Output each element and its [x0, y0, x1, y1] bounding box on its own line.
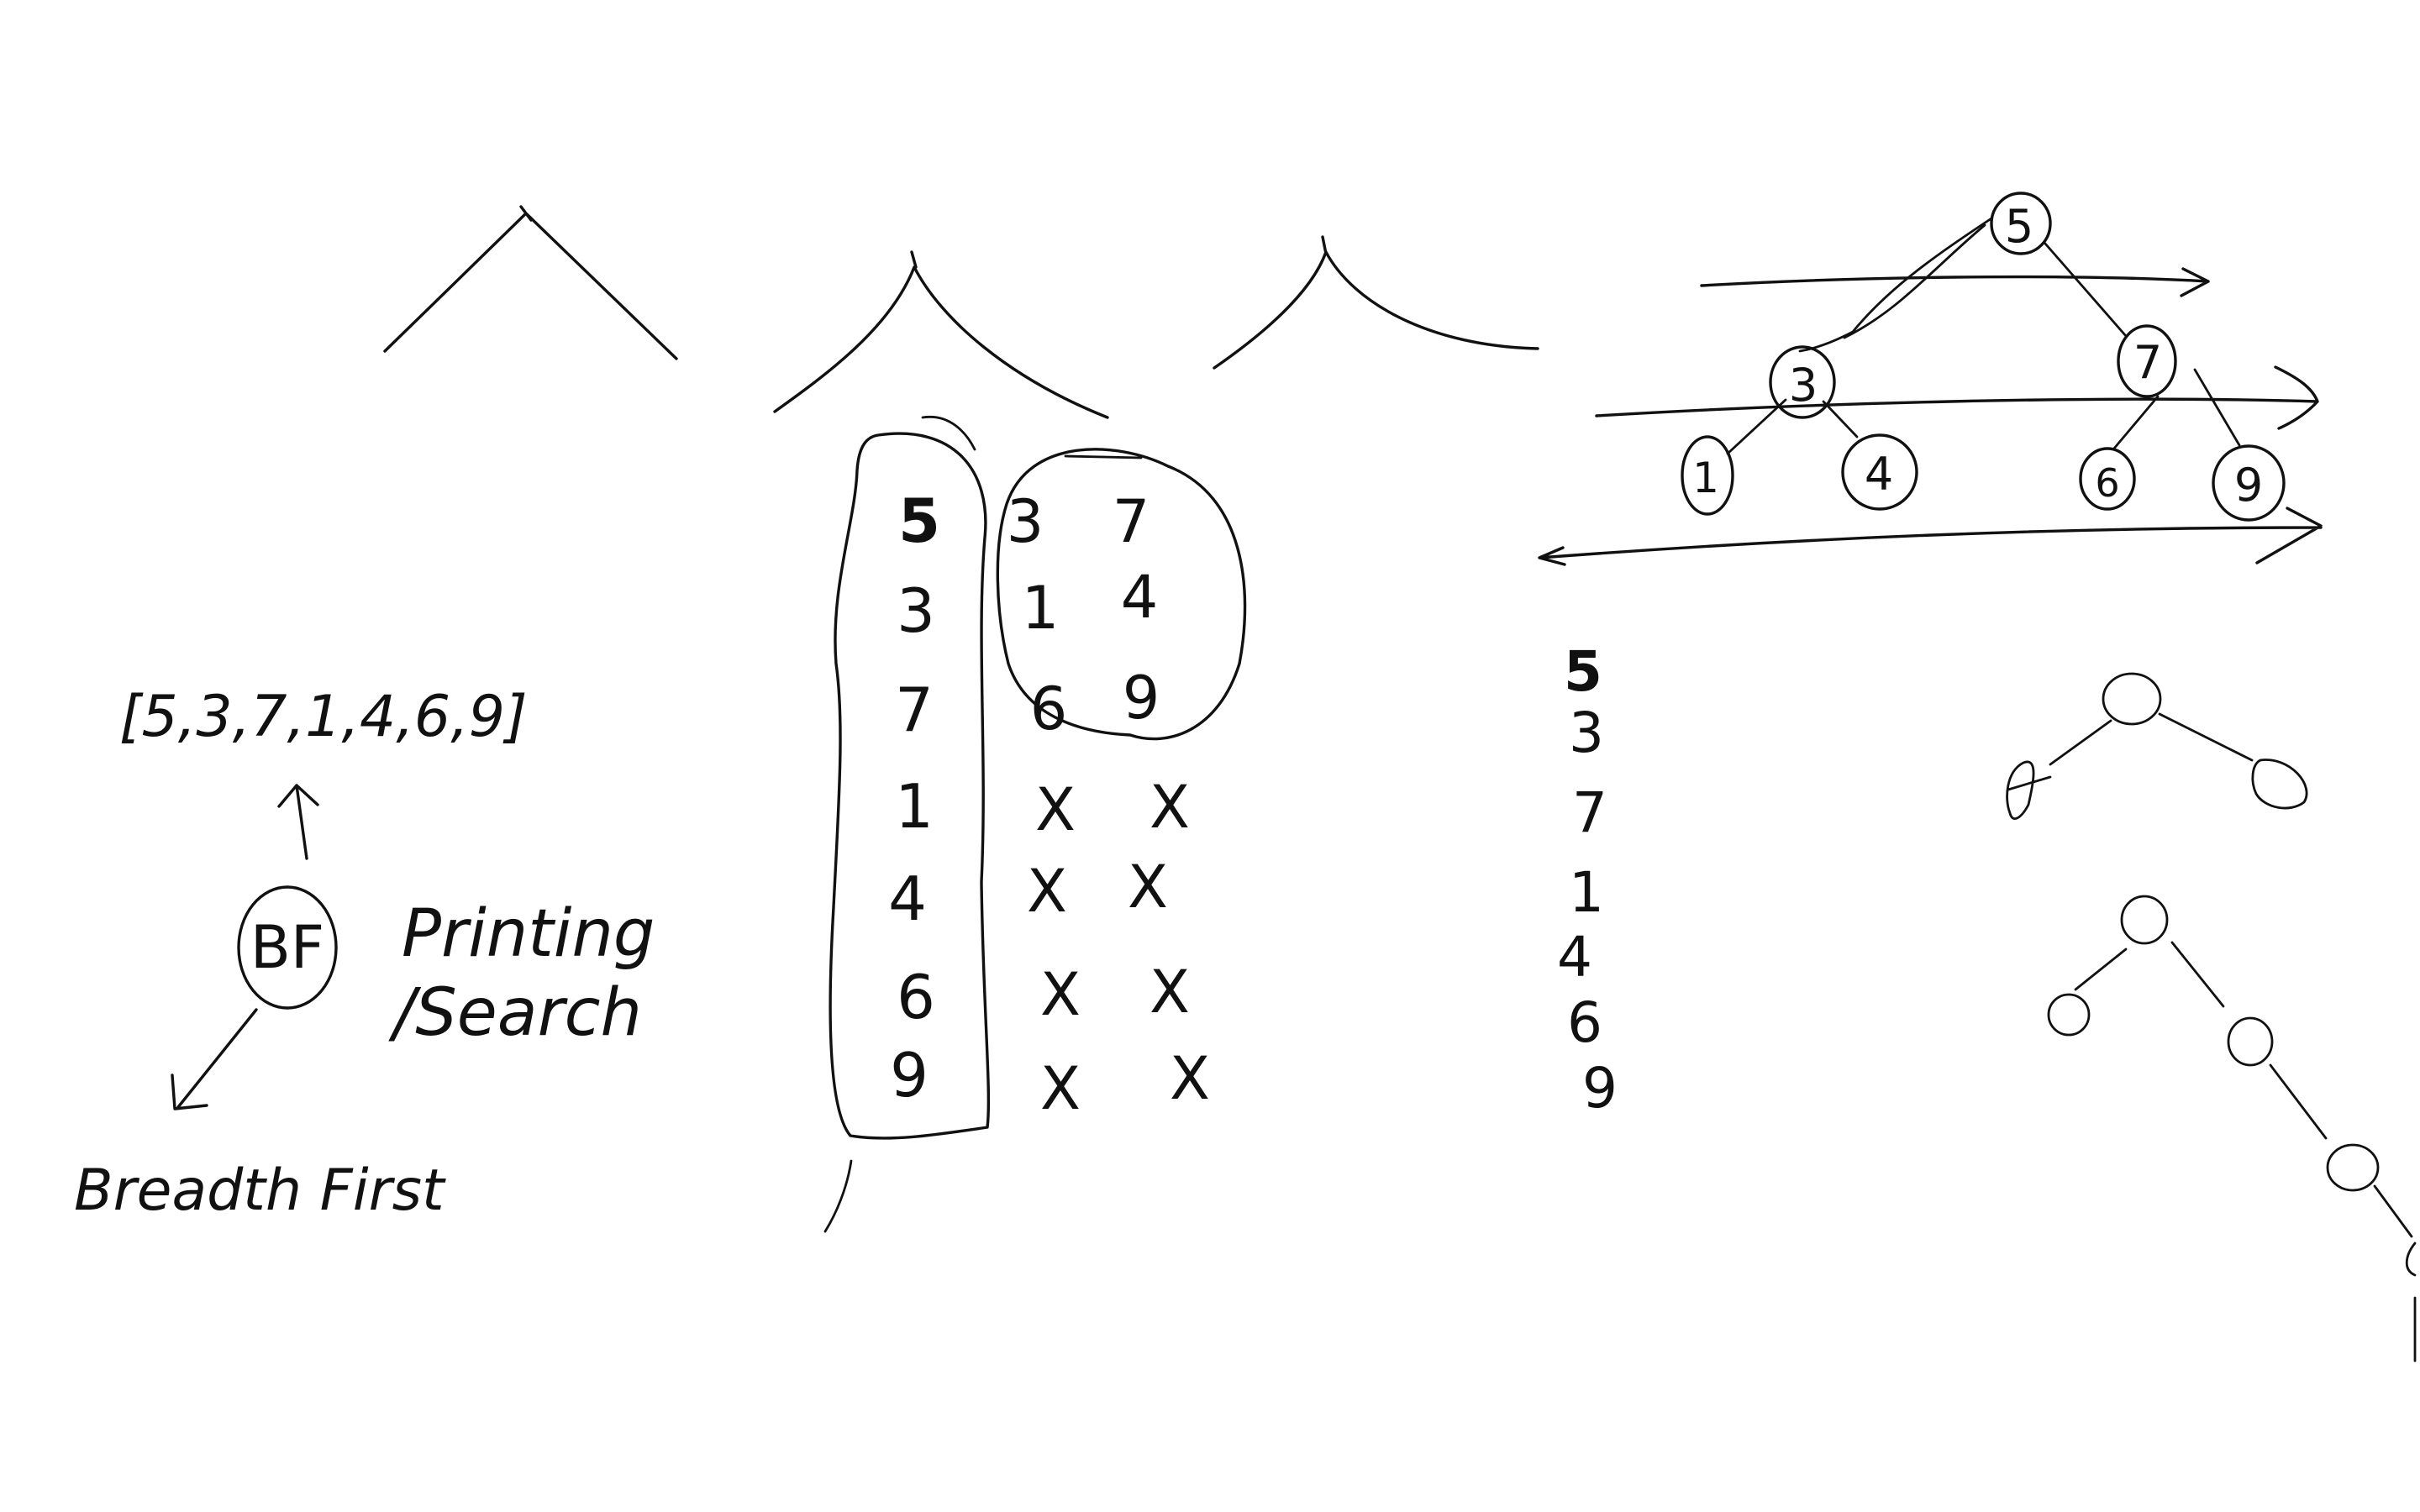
sketch-node — [2006, 760, 2052, 820]
tree-node-label: 1 — [1692, 454, 1719, 502]
sketch-node — [2120, 895, 2169, 945]
output-item: 6 — [1567, 990, 1602, 1055]
children-grid: 3 7 1 4 6 9 X X X X X X X X — [1007, 487, 1210, 1123]
tree-node — [1990, 192, 2052, 255]
child-cell: X — [1040, 1054, 1081, 1123]
binary-tree: 5 3 7 1 4 6 9 — [1538, 192, 2323, 566]
queue-item: 4 — [888, 864, 927, 934]
queue-item: 1 — [895, 771, 934, 842]
child-cell: X — [1040, 960, 1081, 1029]
sketch-node — [2251, 759, 2308, 810]
queue-item: 9 — [890, 1040, 929, 1110]
queue-enclosure — [829, 432, 991, 1140]
tree-node-label: 7 — [2133, 336, 2162, 389]
sketch-edge — [2170, 941, 2225, 1008]
tree-node — [1841, 433, 1918, 511]
output-item: 9 — [1582, 1056, 1618, 1121]
tree-edge — [1822, 400, 1859, 438]
child-cell: 9 — [1123, 664, 1160, 732]
sketch-edge — [2049, 719, 2112, 766]
output-column: 5 3 7 1 4 6 9 — [1557, 639, 1618, 1121]
tree-node-label: 9 — [2234, 459, 2263, 512]
sketch-node — [2047, 993, 2091, 1037]
up-arrow — [277, 784, 319, 860]
tree-node-label: 4 — [1865, 448, 1893, 501]
child-cell: X — [1128, 853, 1168, 921]
tree-node — [1681, 435, 1734, 516]
bf-badge: BF — [250, 913, 324, 982]
tree-edge — [1726, 398, 1787, 455]
output-item: 1 — [1569, 860, 1604, 925]
tree-node — [2079, 447, 2136, 511]
tree-node-label: 3 — [1789, 359, 1818, 412]
roof-sketch-1 — [383, 205, 678, 360]
tree-edge — [2044, 242, 2128, 338]
printing-label: Printing — [402, 896, 655, 972]
breadth-first-label: Breadth First — [74, 1158, 446, 1224]
child-cell: 6 — [1030, 675, 1068, 743]
queue-item: 5 — [898, 486, 940, 556]
sketch-node — [2326, 1143, 2380, 1192]
child-cell: 1 — [1022, 574, 1060, 643]
output-item: 3 — [1569, 701, 1604, 765]
sketch-node — [2227, 1016, 2274, 1067]
down-left-arrow — [171, 1008, 258, 1110]
skewed-tree-sketch — [2047, 895, 2417, 1362]
output-item: 4 — [1557, 925, 1592, 990]
level-arrow-2 — [1595, 365, 2319, 430]
bf-circle — [237, 885, 338, 1010]
sketch-edge — [2269, 1063, 2328, 1140]
sketch-node — [2405, 1242, 2417, 1277]
roof-sketch-2 — [773, 250, 1109, 419]
child-cell: X — [1035, 775, 1076, 844]
roof-sketches — [383, 205, 1539, 419]
array-label: [5,3,7,1,4,6,9] — [119, 684, 528, 750]
queue-item: 6 — [897, 962, 935, 1032]
tree-node — [2117, 324, 2177, 398]
tree-edge — [2112, 395, 2160, 451]
tree-edge — [1798, 217, 1993, 353]
enclosure-tick-top — [921, 415, 976, 451]
child-cell: 3 — [1007, 487, 1044, 556]
tree-labels: 5 3 7 1 4 6 9 — [1692, 200, 2263, 512]
tree-edge — [2193, 368, 2241, 447]
children-group-tick — [1064, 454, 1143, 459]
child-cell: X — [1027, 857, 1067, 926]
child-cell: X — [1170, 1044, 1210, 1113]
tree-edge — [1843, 223, 1986, 339]
level-arrow-1 — [1700, 267, 2210, 297]
enclosure-tail — [823, 1159, 853, 1233]
tree-node-label: 6 — [2095, 460, 2119, 506]
roof-sketch-3 — [1213, 235, 1539, 370]
output-item: 5 — [1564, 639, 1602, 704]
child-cell: X — [1150, 958, 1190, 1026]
queue-item: 7 — [895, 675, 934, 745]
output-item: 7 — [1572, 780, 1607, 845]
queue-item: 3 — [897, 575, 935, 646]
queue-trace: 5 3 7 1 4 6 9 3 7 1 4 6 9 X X X X X X X … — [823, 415, 1247, 1233]
child-cell: 4 — [1121, 563, 1159, 632]
bf-explanation: [5,3,7,1,4,6,9] BF Printing /Search Brea… — [74, 684, 655, 1224]
tree-node-label: 5 — [2005, 200, 2033, 253]
children-group-circle — [996, 448, 1247, 741]
sketch-edge — [2074, 948, 2128, 991]
level-arrow-3 — [1538, 507, 2323, 566]
child-cell: X — [1150, 773, 1190, 842]
small-tree-sketch — [2006, 672, 2308, 820]
sketch-node — [2102, 672, 2162, 726]
sketch-edge — [2373, 1184, 2413, 1238]
child-cell: 7 — [1113, 487, 1150, 556]
tree-node — [2212, 444, 2286, 522]
tree-node — [1769, 345, 1836, 419]
queue-column: 5 3 7 1 4 6 9 — [888, 486, 940, 1110]
sketch-edge — [2158, 712, 2254, 762]
search-label: /Search — [388, 975, 642, 1051]
